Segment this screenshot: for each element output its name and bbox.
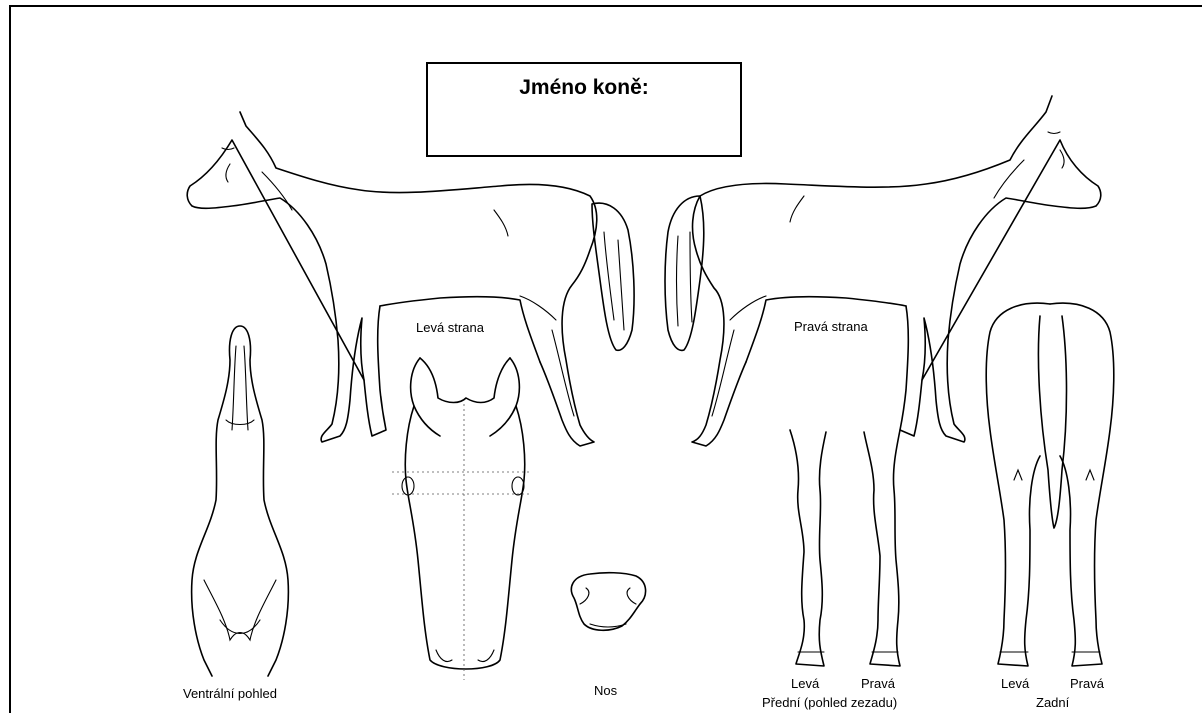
rear-left-label: Levá bbox=[1001, 676, 1029, 691]
rear-view-caption: Zadní bbox=[1036, 695, 1069, 710]
nose-label: Nos bbox=[594, 683, 617, 698]
horse-name-box[interactable]: Jméno koně: bbox=[426, 62, 742, 157]
right-side-label: Pravá strana bbox=[794, 319, 868, 334]
ventral-view-drawing bbox=[192, 326, 289, 676]
rear-view-drawing bbox=[986, 303, 1114, 666]
front-legs-drawing bbox=[790, 430, 900, 666]
rear-right-label: Pravá bbox=[1070, 676, 1104, 691]
ventral-view-label: Ventrální pohled bbox=[183, 686, 277, 701]
nose-drawing bbox=[571, 573, 645, 631]
front-right-label: Pravá bbox=[861, 676, 895, 691]
front-left-label: Levá bbox=[791, 676, 819, 691]
front-legs-caption: Přední (pohled zezadu) bbox=[762, 695, 897, 710]
horse-name-title: Jméno koně: bbox=[428, 76, 740, 100]
head-front-view-drawing bbox=[392, 358, 530, 680]
left-side-label: Levá strana bbox=[416, 320, 484, 335]
